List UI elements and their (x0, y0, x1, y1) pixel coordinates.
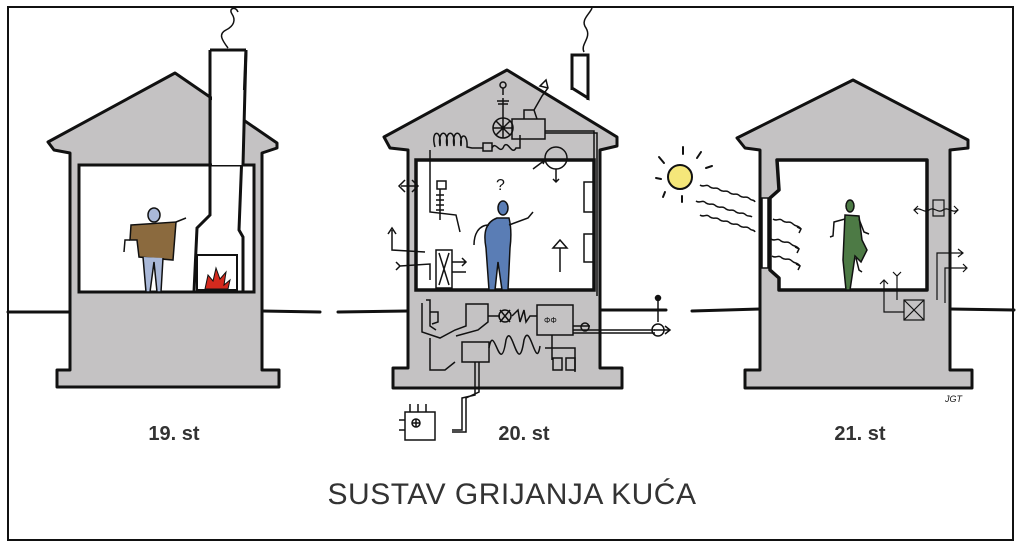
diagram-title: SUSTAV GRIJANJA KUĆA (327, 478, 697, 511)
diagram-frame (7, 6, 1014, 541)
sun-icon (655, 146, 803, 271)
person-19th-century (123, 207, 187, 293)
house-21st-century: JGT (655, 78, 974, 404)
person-21st-century (829, 199, 870, 291)
coil-icon (433, 132, 483, 149)
smoke-icon (582, 7, 593, 53)
svg-text:ΦΦ: ΦΦ (544, 316, 557, 325)
house-19th-century (46, 7, 281, 389)
house-20th-century: ? ΦΦ (382, 7, 672, 441)
artist-signature: JGT (944, 394, 964, 404)
label-19th-century: 19. st (148, 423, 200, 445)
boiler-icon (536, 304, 574, 336)
fire-icon (204, 266, 231, 290)
person-20th-century (473, 200, 534, 291)
smoke-icon (220, 7, 239, 49)
label-20th-century: 20. st (498, 423, 550, 445)
label-21st-century: 21. st (834, 423, 886, 445)
solar-window (761, 197, 769, 269)
question-mark: ? (496, 177, 505, 194)
